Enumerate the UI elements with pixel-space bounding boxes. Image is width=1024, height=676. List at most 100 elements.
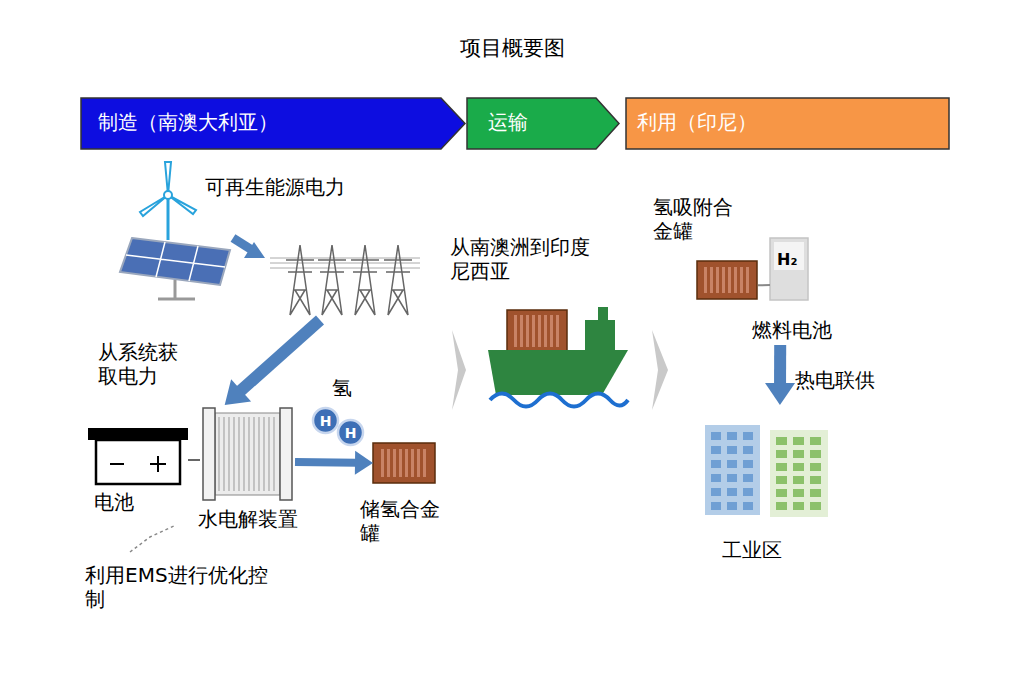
illustration-rect (711, 460, 721, 468)
illustration-rect (743, 460, 753, 468)
illustration-line (158, 298, 195, 301)
illustration-rect (215, 413, 280, 495)
illustration-line (259, 417, 260, 491)
node-label: 工业区 (722, 538, 782, 562)
illustration-rect (96, 440, 180, 484)
illustration-rect (810, 489, 821, 497)
ship-illustration: 从南澳洲到印度尼西亚 (450, 235, 630, 415)
illustration-rect (727, 502, 737, 510)
illustration-rect (532, 315, 535, 347)
illustration-rect (793, 463, 804, 471)
electrolyzer-box: 水电解装置 (200, 405, 295, 500)
connector-line (188, 459, 200, 461)
illustration-rect (381, 449, 384, 477)
illustration-rect (411, 449, 414, 477)
illustration-rect (743, 488, 753, 496)
illustration-line (229, 417, 230, 491)
illustration-rect (727, 432, 737, 440)
node-label: 水电解装置 (198, 507, 298, 531)
illustration-path (490, 394, 628, 407)
illustration-rect (776, 476, 787, 484)
illustration-rect (556, 315, 559, 347)
illustration-rect (810, 450, 821, 458)
illustration-rect (711, 446, 721, 454)
illustration-rect (423, 449, 426, 477)
illustration-line (269, 417, 270, 491)
illustration-polygon (488, 350, 628, 395)
arrow-head (355, 451, 373, 475)
edge-label: 从系统获取电力 (98, 340, 183, 388)
illustration-path (318, 245, 346, 315)
flow-chevron (652, 330, 668, 410)
illustration-rect (722, 267, 725, 293)
illustration-rect (387, 449, 390, 477)
illustration-rect (740, 267, 743, 293)
illustration-rect (776, 489, 787, 497)
illustration-rect (810, 437, 821, 445)
illustration-rect (793, 489, 804, 497)
illustration-line (234, 417, 235, 491)
illustration-rect (399, 449, 402, 477)
illustration-line (157, 456, 159, 472)
illustration-rect (776, 437, 787, 445)
illustration-line (254, 417, 255, 491)
illustration-rect (705, 425, 760, 515)
illustration-rect (793, 476, 804, 484)
substance-label: 氢 (332, 376, 352, 400)
illustration-rect (405, 449, 408, 477)
storage-tank: 储氢合金罐 (373, 443, 435, 483)
alloy-tank: 氢吸附合金罐 (653, 195, 758, 300)
illustration-line (174, 280, 177, 298)
illustration-rect (373, 443, 435, 483)
illustration-line (233, 238, 252, 250)
illustration-rect (520, 315, 523, 347)
illustration-rect (727, 474, 737, 482)
illustration-rect (734, 267, 737, 293)
illustration-polygon (244, 242, 265, 258)
illustration-rect (711, 474, 721, 482)
illustration-line (219, 417, 220, 491)
atom-symbol: H (337, 421, 364, 445)
industrial-area: 工业区 (700, 405, 830, 565)
illustration-rect (280, 408, 292, 500)
node-label: 电池 (94, 490, 134, 514)
stage-banner: 利用（印尼） (625, 97, 950, 150)
illustration-line (167, 195, 170, 240)
stage-label: 利用（印尼） (637, 110, 757, 134)
illustration-rect (711, 488, 721, 496)
illustration-rect (810, 463, 821, 471)
node-label: 从南澳洲到印度尼西亚 (450, 235, 600, 283)
illustration-rect (743, 502, 753, 510)
illustration-rect (727, 446, 737, 454)
illustration-line (239, 417, 240, 491)
illustration-rect (711, 432, 721, 440)
note-label: 利用EMS进行优化控制 (85, 563, 280, 611)
illustration-circle (313, 408, 338, 433)
illustration-line (274, 417, 275, 491)
node-label: 燃料电池 (752, 318, 832, 342)
illustration-circle (164, 191, 172, 199)
illustration-path (140, 162, 196, 216)
illustration-path (286, 245, 314, 315)
illustration-path (126, 242, 225, 281)
illustration-svg (373, 443, 435, 483)
illustration-rect (810, 502, 821, 510)
atom-symbol: H (312, 409, 339, 433)
illustration-rect (585, 320, 615, 352)
node-label: 可再生能源电力 (205, 175, 345, 199)
illustration-rect (598, 307, 608, 321)
stage-banner: 制造（南澳大利亚） (80, 97, 466, 150)
illustration-rect (626, 98, 949, 149)
renewable-power-source: 可再生能源电力 (120, 150, 440, 320)
illustration-rect (793, 437, 804, 445)
illustration-line (224, 417, 225, 491)
illustration-svg (88, 428, 188, 486)
stage-label: 制造（南澳大利亚） (98, 110, 278, 134)
illustration-rect (716, 267, 719, 293)
illustration-rect (697, 261, 757, 299)
illustration-rect (743, 432, 753, 440)
illustration-rect (393, 449, 396, 477)
illustration-rect (770, 430, 828, 517)
